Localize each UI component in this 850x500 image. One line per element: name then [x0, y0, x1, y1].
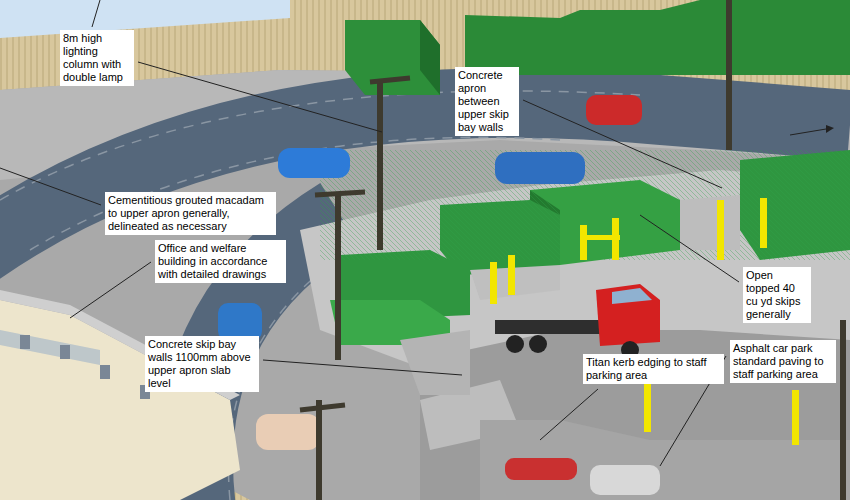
- lighting-columns: [377, 80, 383, 250]
- office-building: [0, 330, 100, 365]
- lighting-columns: [335, 195, 341, 360]
- cars: [505, 458, 577, 480]
- leader-lines: [138, 62, 382, 132]
- lighting-columns: [300, 405, 345, 410]
- yellow-bollards: [490, 262, 497, 304]
- lighting-columns: [840, 320, 846, 500]
- skip-containers: [465, 0, 850, 75]
- hook-lift-truck: [495, 320, 605, 334]
- skip-containers: [420, 20, 440, 95]
- leader-lines: [92, 0, 100, 27]
- yellow-bollards: [717, 200, 724, 260]
- yellow-bollards: [580, 225, 587, 260]
- yellow-bollards: [792, 390, 799, 445]
- hook-lift-truck: [529, 335, 547, 353]
- cars: [278, 148, 350, 178]
- callout-note: Concrete apron between upper skip bay wa…: [455, 67, 519, 136]
- lighting-columns: [300, 0, 846, 500]
- lighting-columns: [316, 400, 322, 500]
- leader-lines: [826, 125, 834, 133]
- hook-lift-truck: [612, 288, 652, 304]
- leader-lines: [70, 262, 151, 318]
- leader-lines: [540, 389, 598, 440]
- yellow-bollards: [644, 380, 651, 432]
- concrete-apron: [420, 330, 850, 500]
- leader-lines: [263, 360, 462, 375]
- skip-containers: [320, 0, 850, 345]
- leader-lines: [790, 129, 826, 135]
- callout-note: Open topped 40 cu yd skips generally: [743, 267, 811, 323]
- callout-note: 8m high lighting column with double lamp: [60, 30, 134, 86]
- hook-lift-truck: [596, 284, 660, 346]
- leader-lines: [523, 100, 722, 188]
- access-road: [0, 91, 850, 500]
- cars: [495, 152, 585, 184]
- cars: [256, 414, 320, 450]
- office-building: [0, 300, 240, 500]
- yellow-bollards: [760, 198, 767, 248]
- hook-lift-truck: [495, 284, 660, 359]
- cars: [586, 95, 642, 125]
- leader-lines: [0, 168, 101, 205]
- skip-bay-walls: [400, 195, 740, 395]
- office-building: [100, 365, 110, 379]
- callout-note: Office and welfare building in accordanc…: [155, 240, 286, 283]
- skip-bay-walls: [400, 330, 470, 395]
- callout-note: Asphalt car park standard paving to staf…: [730, 340, 836, 383]
- skip-containers: [345, 20, 440, 95]
- callout-note: Titan kerb edging to staff parking area: [583, 354, 724, 384]
- callout-note: Concrete skip bay walls 1100mm above upp…: [145, 336, 259, 392]
- leader-lines: [0, 0, 834, 466]
- office-building: [0, 290, 240, 500]
- skip-containers: [320, 150, 850, 260]
- skip-bay-walls: [680, 195, 740, 250]
- lighting-columns: [726, 0, 732, 150]
- lighting-columns: [315, 192, 365, 195]
- yellow-bollards: [584, 235, 620, 240]
- cars: [590, 465, 660, 495]
- leader-lines: [640, 215, 739, 282]
- office-building: [20, 335, 30, 349]
- hook-lift-truck: [506, 335, 524, 353]
- yellow-bollards: [508, 255, 515, 295]
- office-building: [60, 345, 70, 359]
- callout-note: Cementitious grouted macadam to upper ap…: [105, 192, 276, 235]
- cars: [218, 95, 660, 495]
- lighting-columns: [370, 78, 410, 82]
